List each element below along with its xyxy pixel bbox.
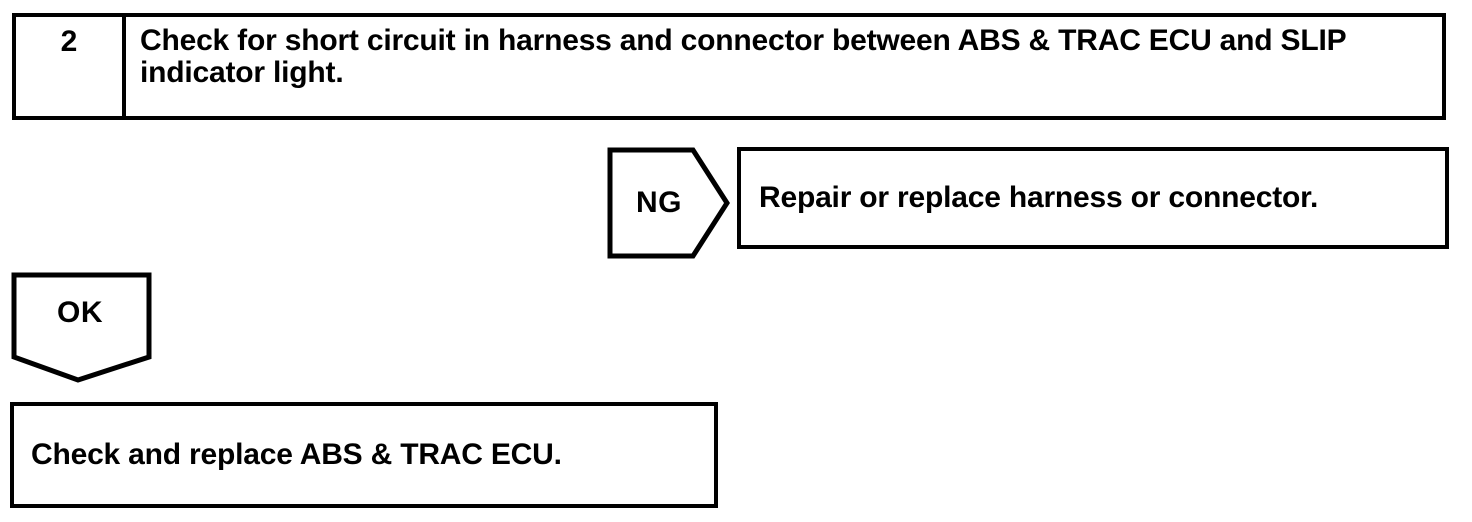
step-instruction-text: Check for short circuit in harness and c… — [140, 24, 1346, 89]
step-number: 2 — [60, 25, 78, 58]
ng-connector: NG — [606, 144, 734, 262]
step-box: 2 Check for short circuit in harness and… — [12, 13, 1446, 120]
ok-label: OK — [57, 296, 103, 329]
ok-action-text: Check and replace ABS & TRAC ECU. — [31, 438, 562, 471]
ng-label: NG — [636, 186, 682, 219]
ok-connector: OK — [11, 272, 153, 384]
ok-arrow-down-icon — [11, 272, 152, 383]
ng-action-box: Repair or replace harness or connector. — [737, 147, 1449, 249]
ok-action-box: Check and replace ABS & TRAC ECU. — [10, 402, 718, 508]
step-number-cell: 2 — [16, 17, 126, 116]
ng-arrow-right-icon — [607, 147, 730, 259]
ng-action-text: Repair or replace harness or connector. — [759, 181, 1319, 214]
